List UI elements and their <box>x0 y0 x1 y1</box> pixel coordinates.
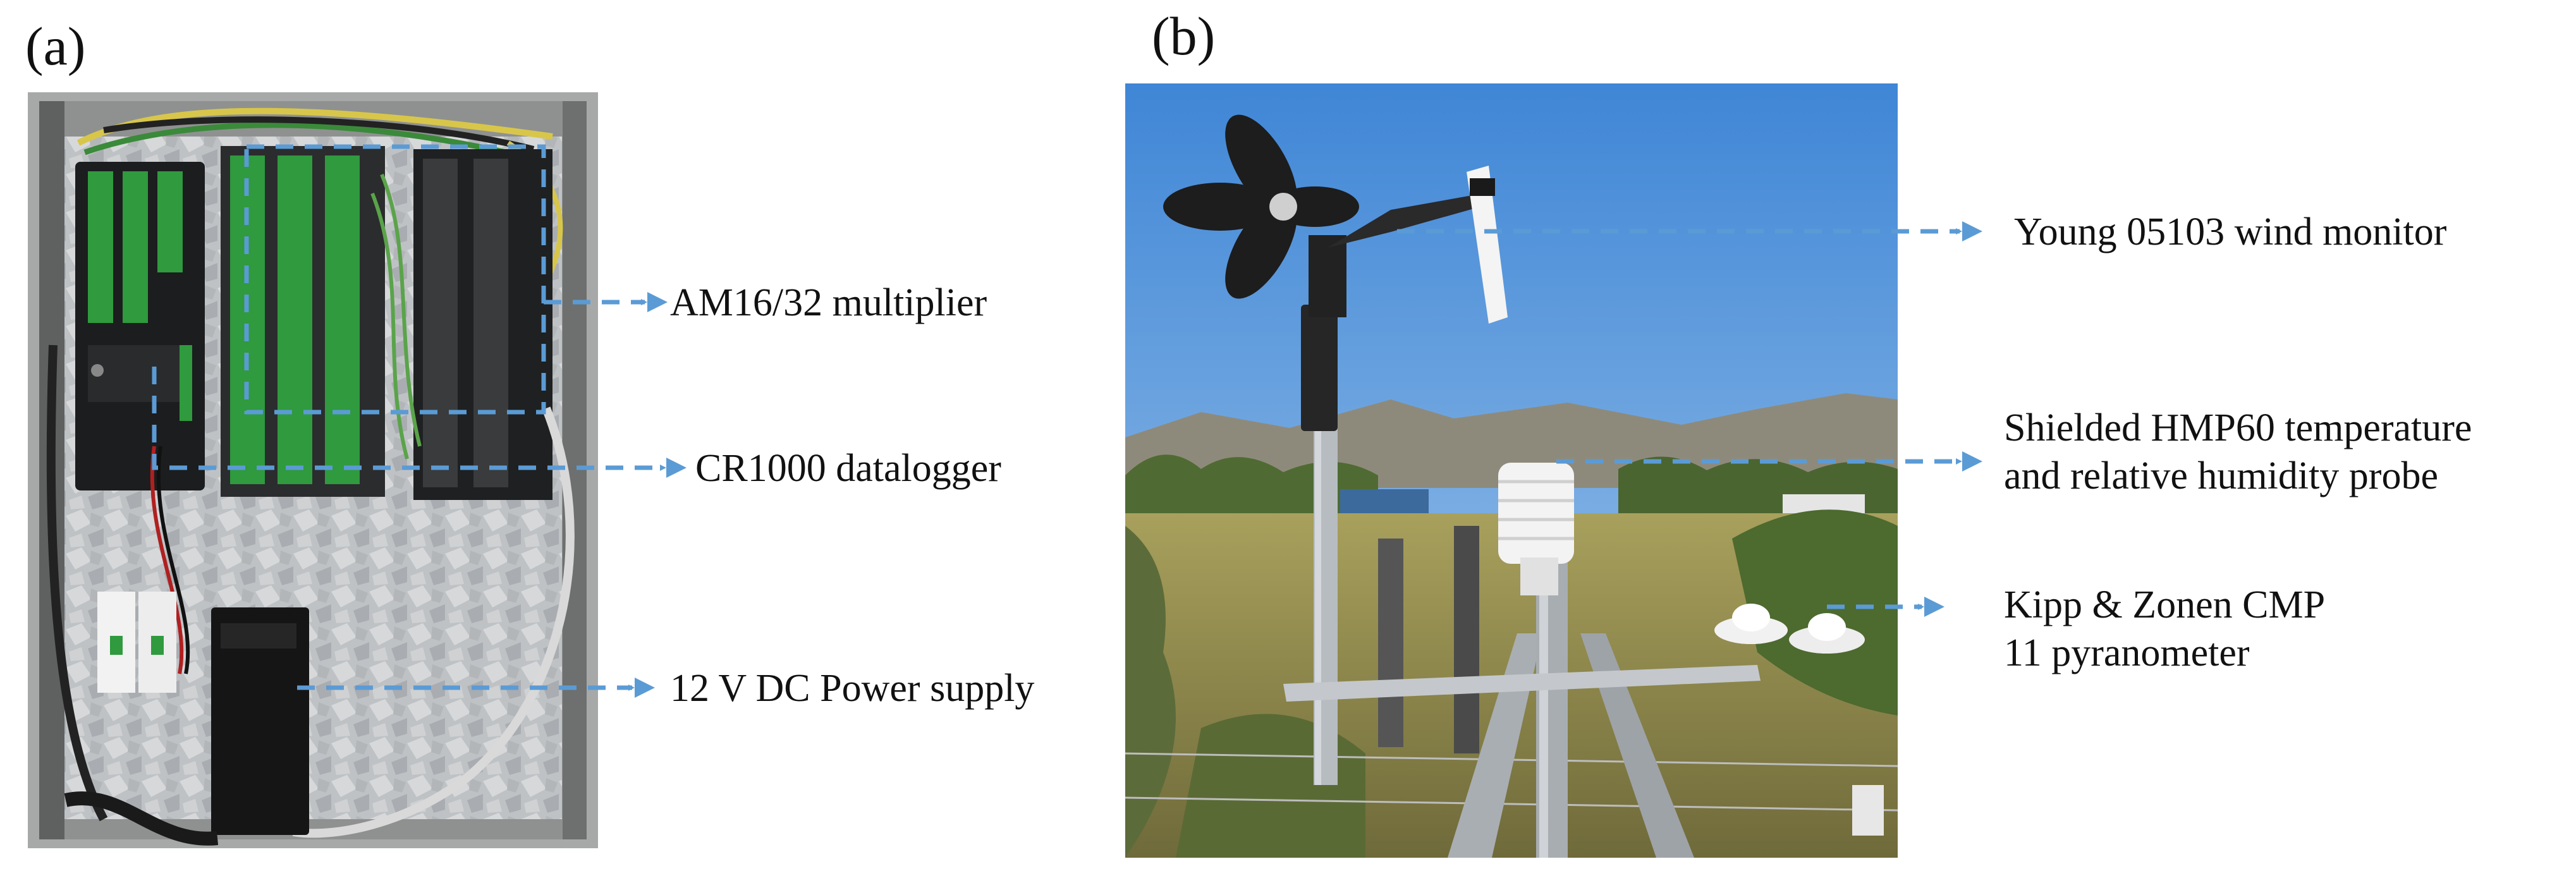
enclosure-photo <box>28 92 598 848</box>
pyranometer-label-line1: Kipp & Zonen CMP <box>2004 583 2326 626</box>
pyranometer-label: Kipp & Zonen CMP 11 pyranometer <box>2004 582 2325 677</box>
panel-b-tag: (b) <box>1152 6 1216 66</box>
hmp60-label-line1: Shielded HMP60 temperature <box>2004 406 2472 449</box>
hmp60-label-line2: and relative humidity probe <box>2004 454 2438 497</box>
hmp60-label: Shielded HMP60 temperature and relative … <box>2004 405 2472 500</box>
datalogger-label: CR1000 datalogger <box>695 447 1001 490</box>
power-supply-label: 12 V DC Power supply <box>670 667 1035 710</box>
wind-monitor-label: Young 05103 wind monitor <box>2014 210 2447 253</box>
pyranometer-label-line2: 11 pyranometer <box>2004 631 2250 674</box>
multiplier-label: AM16/32 multiplier <box>670 281 987 324</box>
panel-a-tag: (a) <box>25 16 86 76</box>
station-photo <box>1125 83 1898 858</box>
